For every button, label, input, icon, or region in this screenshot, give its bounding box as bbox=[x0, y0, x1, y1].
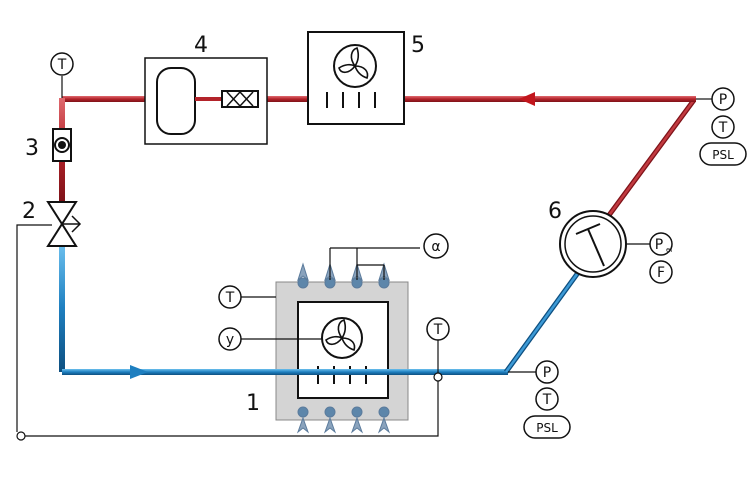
sensor-t-evaporator: T bbox=[218, 285, 276, 309]
condenser-fan-icon bbox=[333, 44, 377, 88]
sensor-f-frequency: F bbox=[657, 265, 665, 281]
sensor-psl-discharge: PSL bbox=[712, 148, 734, 162]
compressor: 6 bbox=[548, 199, 627, 278]
label-compressor-number: 6 bbox=[548, 199, 562, 224]
sensor-p-electric-sub: el bbox=[666, 246, 672, 254]
condenser-coil bbox=[326, 92, 376, 108]
sensor-p-discharge: P bbox=[719, 92, 727, 108]
svg-text:T: T bbox=[57, 57, 67, 73]
air-arrows-bottom bbox=[296, 406, 391, 434]
label-receiver-number: 4 bbox=[194, 33, 208, 58]
label-expansion-valve-number: 2 bbox=[22, 199, 36, 224]
svg-text:α: α bbox=[431, 239, 440, 255]
sensor-p-suction: P bbox=[543, 365, 551, 381]
svg-text:y: y bbox=[226, 332, 234, 348]
sensor-psl-suction: PSL bbox=[536, 421, 558, 435]
sensor-group-suction: P T PSL bbox=[508, 360, 571, 439]
sensor-t-discharge: T bbox=[718, 120, 728, 136]
air-arrows-top bbox=[297, 262, 390, 289]
svg-text:T: T bbox=[225, 290, 235, 306]
sensing-line bbox=[16, 224, 443, 441]
label-evaporator-number: 1 bbox=[246, 391, 260, 416]
evaporator: 1 bbox=[246, 262, 409, 434]
cold-line bbox=[59, 244, 583, 379]
flow-arrow-cold bbox=[130, 365, 148, 379]
sensor-p-electric: P bbox=[655, 237, 663, 253]
sensor-alpha: α bbox=[329, 233, 449, 280]
label-sight-glass-number: 3 bbox=[25, 136, 39, 161]
condenser: 5 bbox=[307, 31, 425, 125]
receiver-tank bbox=[156, 67, 196, 135]
label-condenser-number: 5 bbox=[411, 33, 425, 58]
flow-arrow-hot bbox=[519, 92, 535, 106]
svg-text:T: T bbox=[433, 322, 443, 338]
receiver-filter-unit: 4 bbox=[144, 33, 268, 145]
sensor-t-suction-bulb: T bbox=[426, 317, 450, 341]
sensor-group-discharge: P T PSL bbox=[696, 87, 747, 166]
sensor-t-suction: T bbox=[542, 392, 552, 408]
sensor-y-fan: y bbox=[218, 327, 322, 351]
sensor-group-compressor: P el F bbox=[626, 232, 673, 284]
evaporator-fan-icon bbox=[321, 317, 363, 359]
sensor-t-liquid-line: T bbox=[50, 52, 74, 98]
filter-drier bbox=[221, 90, 259, 108]
expansion-valve: 2 bbox=[22, 199, 82, 247]
sight-glass: 3 bbox=[25, 128, 72, 162]
